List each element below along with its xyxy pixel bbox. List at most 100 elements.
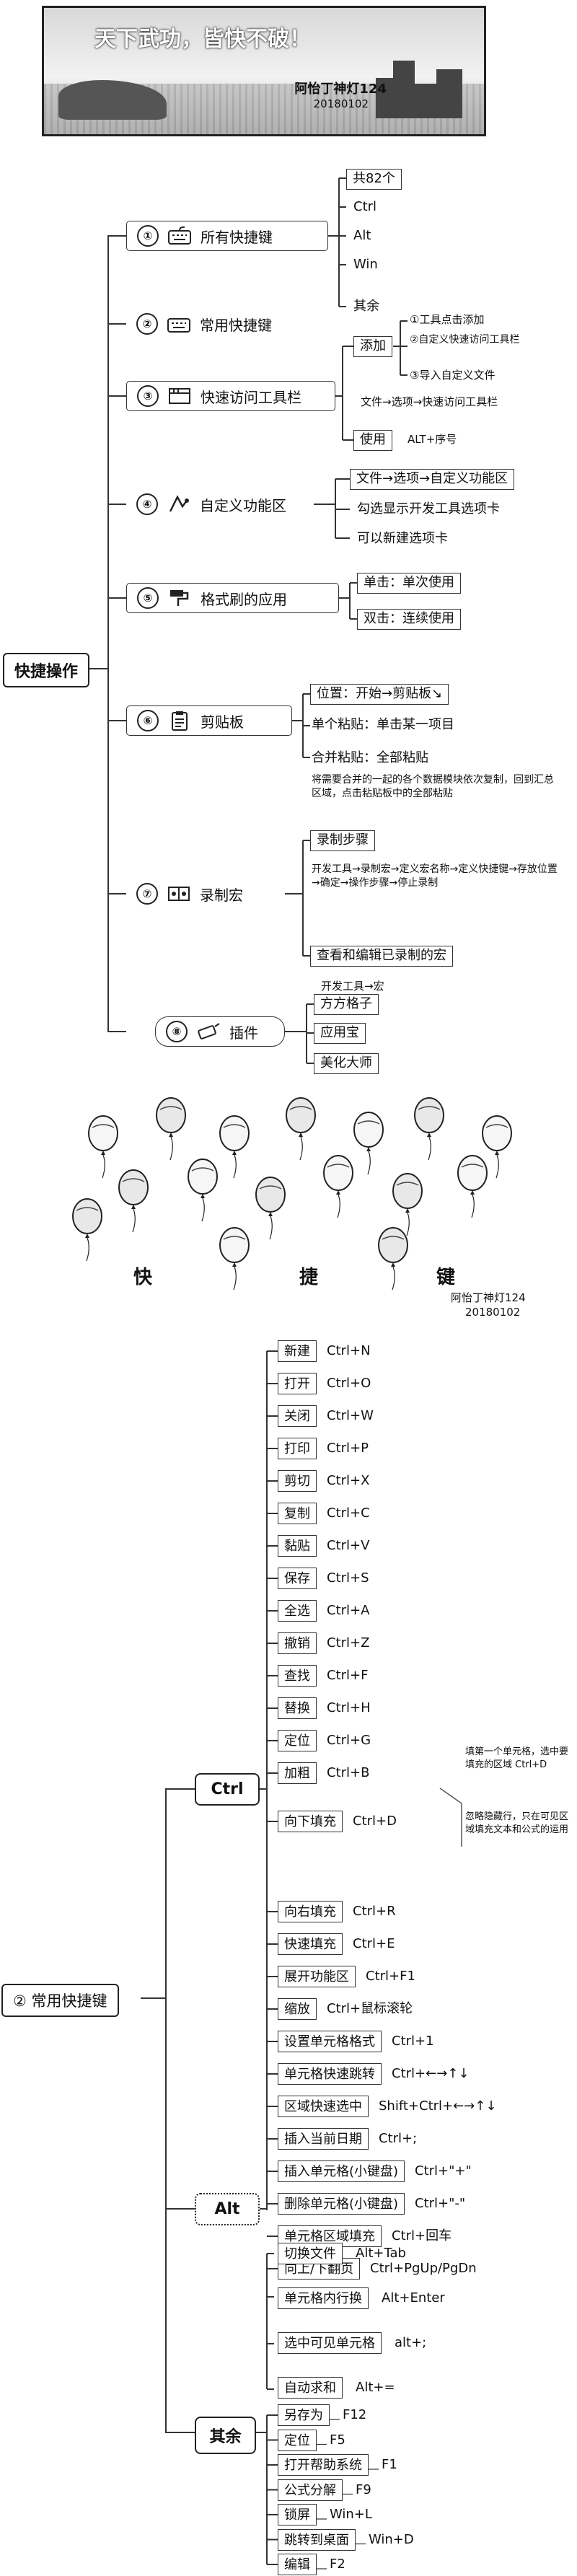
command-name[interactable]: 替换 xyxy=(278,1697,317,1719)
banner-author: 阿怡丁神灯124 xyxy=(294,82,387,97)
macro-view-edit: 查看和编辑已录制的宏 xyxy=(310,946,453,967)
command-name[interactable]: 全选 xyxy=(278,1600,317,1622)
topic-clipboard[interactable]: ⑥ 剪贴板 xyxy=(126,705,292,736)
balloon-icon xyxy=(219,1227,250,1291)
topic-format-painter[interactable]: ⑤ 格式刷的应用 xyxy=(126,583,339,613)
command-name[interactable]: 加粗 xyxy=(278,1762,317,1784)
topic-title: 所有快捷键 xyxy=(201,228,273,246)
shortcut-key: Ctrl+"+" xyxy=(415,2163,472,2179)
balloon-icon xyxy=(414,1097,444,1161)
command-name[interactable]: 打开帮助系统 xyxy=(278,2454,369,2476)
command-name[interactable]: 另存为 xyxy=(278,2404,330,2426)
topic-all-shortcuts[interactable]: ① 所有快捷键 xyxy=(126,221,328,251)
toolbar-add: 添加 xyxy=(353,336,392,357)
toolbar-add-step-1: ①工具点击添加 xyxy=(410,313,485,326)
shortcut-key: Ctrl+C xyxy=(327,1505,370,1521)
topic-number: ③ xyxy=(137,385,159,407)
shortcut-key: Ctrl+N xyxy=(327,1343,371,1358)
command-name[interactable]: 插入当前日期 xyxy=(278,2128,369,2150)
banner-date: 20180102 xyxy=(313,97,369,110)
topic-custom-ribbon[interactable]: ④ 自定义功能区 xyxy=(126,489,314,519)
command-name[interactable]: 编辑 xyxy=(278,2554,317,2575)
command-name[interactable]: 选中可见单元格 xyxy=(278,2332,382,2354)
shortcut-key: Ctrl+"-" xyxy=(415,2196,466,2211)
plugin-yingyongbao: 应用宝 xyxy=(314,1023,366,1044)
command-name[interactable]: 打印 xyxy=(278,1438,317,1459)
command-name[interactable]: 保存 xyxy=(278,1568,317,1589)
group-other: 其余 xyxy=(353,299,379,314)
shortcut-key: Ctrl+V xyxy=(327,1538,370,1553)
shortcut-key: alt+; xyxy=(395,2335,427,2350)
hub-alt[interactable]: Alt xyxy=(195,2193,260,2225)
hub-ctrl[interactable]: Ctrl xyxy=(195,1773,260,1806)
command-name[interactable]: 展开功能区 xyxy=(278,1966,356,1987)
command-name[interactable]: 删除单元格(小键盘) xyxy=(278,2193,405,2215)
root-quick-operations[interactable]: 快捷操作 xyxy=(3,653,90,687)
command-name[interactable]: 公式分解 xyxy=(278,2479,343,2501)
topic-number: ④ xyxy=(136,493,158,515)
command-name[interactable]: 剪切 xyxy=(278,1470,317,1492)
toolbar-use: 使用 xyxy=(353,430,392,451)
command-name[interactable]: 自动求和 xyxy=(278,2377,343,2399)
balloon-icon xyxy=(118,1169,149,1233)
balloon-icon xyxy=(457,1155,488,1218)
command-name[interactable]: 向下填充 xyxy=(278,1811,343,1832)
shortcut-key: Ctrl+R xyxy=(353,1904,396,1919)
balloon-icon xyxy=(219,1115,250,1179)
shortcut-key: Ctrl+S xyxy=(327,1570,369,1586)
clipboard-merge-paste: 合并粘贴：全部粘贴 xyxy=(312,750,428,765)
topic-plugins[interactable]: ⑧ 插件 xyxy=(155,1016,285,1047)
command-name[interactable]: 黏贴 xyxy=(278,1535,317,1557)
command-name[interactable]: 切换文件 xyxy=(278,2243,343,2264)
balloon-icon xyxy=(156,1097,186,1161)
hub-other[interactable]: 其余 xyxy=(195,2417,256,2454)
command-name[interactable]: 跳转到桌面 xyxy=(278,2528,356,2551)
command-name[interactable]: 锁屏 xyxy=(278,2504,317,2526)
shortcut-key: Ctrl+F xyxy=(327,1668,369,1683)
plugin-fangfang: 方方格子 xyxy=(314,994,379,1015)
topic-record-macro[interactable]: ⑦ 录制宏 xyxy=(126,879,285,909)
root-common-shortcuts[interactable]: ② 常用快捷键 xyxy=(1,1984,119,2017)
fill-visible-note: 忽略隐藏行，只在可见区域填充文本和公式的运用 xyxy=(465,1811,569,1835)
command-name[interactable]: 撤销 xyxy=(278,1632,317,1654)
command-name[interactable]: 定位 xyxy=(278,2429,317,2451)
command-name[interactable]: 缩放 xyxy=(278,1998,317,2020)
shortcut-key: Ctrl+W xyxy=(327,1408,374,1423)
topic-title: 自定义功能区 xyxy=(200,496,286,514)
clipboard-icon xyxy=(167,709,192,732)
command-name[interactable]: 新建 xyxy=(278,1340,317,1362)
topic-title: 录制宏 xyxy=(200,886,243,904)
topic-common-shortcuts[interactable]: ② 常用快捷键 xyxy=(126,309,328,339)
command-name[interactable]: 设置单元格格式 xyxy=(278,2031,382,2052)
topic-number: ② xyxy=(136,313,158,335)
keyboard-icon xyxy=(167,312,191,335)
command-name[interactable]: 插入单元格(小键盘) xyxy=(278,2160,405,2182)
balloon-icon xyxy=(482,1115,512,1179)
topic-quick-access-toolbar[interactable]: ③ 快速访问工具栏 xyxy=(126,381,335,411)
shortcut-key: Ctrl+F1 xyxy=(366,1969,415,1984)
command-name[interactable]: 定位 xyxy=(278,1730,317,1751)
shortcut-key: Ctrl+X xyxy=(327,1473,370,1488)
shortcut-key: Alt+Tab xyxy=(356,2246,406,2261)
plugin-meihua: 美化大师 xyxy=(314,1053,379,1074)
command-name[interactable]: 复制 xyxy=(278,1503,317,1524)
command-name[interactable]: 单元格快速跳转 xyxy=(278,2063,382,2085)
shortcut-key: Ctrl+←→↑↓ xyxy=(392,2066,470,2081)
command-name[interactable]: 向右填充 xyxy=(278,1901,343,1922)
shortcut-key: Ctrl+B xyxy=(327,1765,370,1780)
group-win: Win xyxy=(353,257,378,272)
ribbon-icon xyxy=(167,493,191,516)
shortcut-key: Ctrl+PgUp/PgDn xyxy=(370,2261,477,2276)
command-name[interactable]: 区域快速选中 xyxy=(278,2096,369,2117)
shortcut-key: Win+D xyxy=(369,2531,414,2547)
divider-char-2: 捷 xyxy=(299,1267,319,1288)
macro-record-note: 开发工具→录制宏→定义宏名称→定义快捷键→存放位置→确定→操作步骤→停止录制 xyxy=(312,863,558,889)
fill-down-note: 填第一个单元格，选中要填充的区域 Ctrl+D xyxy=(465,1746,569,1770)
command-name[interactable]: 快速填充 xyxy=(278,1933,343,1955)
command-name[interactable]: 打开 xyxy=(278,1373,317,1394)
command-name[interactable]: 查找 xyxy=(278,1665,317,1687)
command-name[interactable]: 单元格内行换 xyxy=(278,2287,369,2309)
command-name[interactable]: 关闭 xyxy=(278,1405,317,1427)
toolbar-add-step-2: ②自定义快速访问工具栏 xyxy=(410,334,520,346)
balloon-icon xyxy=(255,1177,286,1240)
